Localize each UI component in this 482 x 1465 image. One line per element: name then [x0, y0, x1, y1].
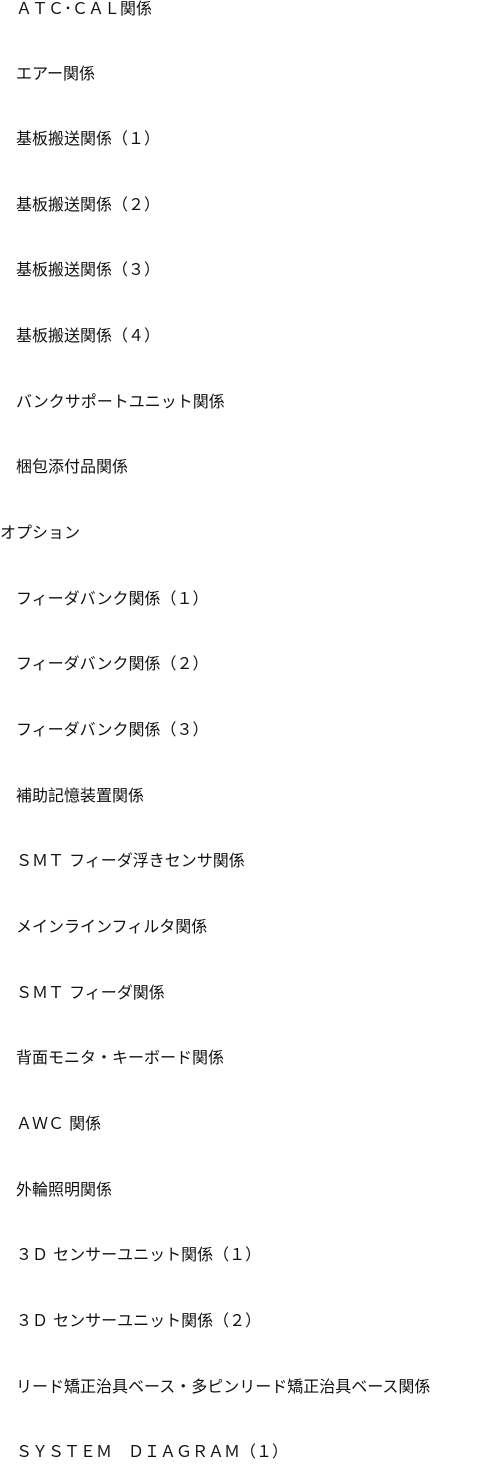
- list-item-label: ３Ｄ センサーユニット関係（１）: [16, 1245, 261, 1264]
- list-item-air[interactable]: エアー関係: [16, 61, 95, 87]
- list-item-smt-feeder[interactable]: ＳＭＴ フィーダ関係: [16, 980, 165, 1006]
- section-heading-options[interactable]: オプション: [0, 520, 80, 546]
- list-item-label: 補助記憶装置関係: [16, 786, 144, 805]
- list-item-board-transfer-1[interactable]: 基板搬送関係（１）: [16, 126, 160, 152]
- list-item-label: 梱包添付品関係: [16, 457, 128, 476]
- list-item-label: 外輪照明関係: [16, 1180, 112, 1199]
- list-item-label: バンクサポートユニット関係: [16, 392, 225, 411]
- list-item-board-transfer-4[interactable]: 基板搬送関係（４）: [16, 323, 160, 349]
- list-item-bank-support-unit[interactable]: バンクサポートユニット関係: [16, 389, 225, 415]
- list-item-label: 基板搬送関係（１）: [16, 129, 160, 148]
- list-item-label: 基板搬送関係（３）: [16, 260, 160, 279]
- list-item-board-transfer-2[interactable]: 基板搬送関係（２）: [16, 192, 160, 218]
- list-item-label: 基板搬送関係（２）: [16, 195, 160, 214]
- list-item-atc-cal[interactable]: ＡＴＣ･ＣＡＬ関係: [16, 0, 152, 22]
- list-item-label: ＳＹＳＴＥＭ ＤＩＡＧＲＡＭ（１）: [16, 1442, 288, 1461]
- list-item-smt-feeder-float-sensor[interactable]: ＳＭＴ フィーダ浮きセンサ関係: [16, 848, 245, 874]
- list-item-outer-ring-lighting[interactable]: 外輪照明関係: [16, 1177, 112, 1203]
- list-item-lead-correction-jig-base[interactable]: リード矯正治具ベース・多ピンリード矯正治具ベース関係: [16, 1374, 430, 1400]
- list-item-system-diagram-1[interactable]: ＳＹＳＴＥＭ ＤＩＡＧＲＡＭ（１）: [16, 1439, 288, 1465]
- list-item-3d-sensor-unit-2[interactable]: ３Ｄ センサーユニット関係（２）: [16, 1308, 261, 1334]
- list-item-feeder-bank-3[interactable]: フィーダバンク関係（３）: [16, 717, 208, 743]
- list-item-label: リード矯正治具ベース・多ピンリード矯正治具ベース関係: [16, 1377, 430, 1396]
- list-item-label: フィーダバンク関係（２）: [16, 654, 208, 673]
- list-item-label: エアー関係: [16, 64, 95, 83]
- list-item-label: 基板搬送関係（４）: [16, 326, 160, 345]
- list-item-label: ＡＷＣ 関係: [16, 1114, 101, 1133]
- list-item-rear-monitor-keyboard[interactable]: 背面モニタ・キーボード関係: [16, 1045, 224, 1071]
- list-item-feeder-bank-1[interactable]: フィーダバンク関係（１）: [16, 586, 208, 612]
- list-item-label: ＳＭＴ フィーダ関係: [16, 983, 165, 1002]
- list-item-packing-accessories[interactable]: 梱包添付品関係: [16, 454, 128, 480]
- list-item-feeder-bank-2[interactable]: フィーダバンク関係（２）: [16, 651, 208, 677]
- list-item-label: ＡＴＣ･ＣＡＬ関係: [16, 0, 152, 18]
- list-item-awc[interactable]: ＡＷＣ 関係: [16, 1111, 101, 1137]
- list-item-label: フィーダバンク関係（１）: [16, 589, 208, 608]
- list-item-3d-sensor-unit-1[interactable]: ３Ｄ センサーユニット関係（１）: [16, 1242, 261, 1268]
- section-heading-label: オプション: [0, 523, 80, 542]
- list-item-label: ３Ｄ センサーユニット関係（２）: [16, 1311, 261, 1330]
- list-item-label: 背面モニタ・キーボード関係: [16, 1048, 224, 1067]
- list-item-label: ＳＭＴ フィーダ浮きセンサ関係: [16, 851, 245, 870]
- list-item-label: メインラインフィルタ関係: [16, 917, 207, 936]
- list-item-main-line-filter[interactable]: メインラインフィルタ関係: [16, 914, 207, 940]
- list-item-auxiliary-storage[interactable]: 補助記憶装置関係: [16, 783, 144, 809]
- list-item-board-transfer-3[interactable]: 基板搬送関係（３）: [16, 257, 160, 283]
- list-item-label: フィーダバンク関係（３）: [16, 720, 208, 739]
